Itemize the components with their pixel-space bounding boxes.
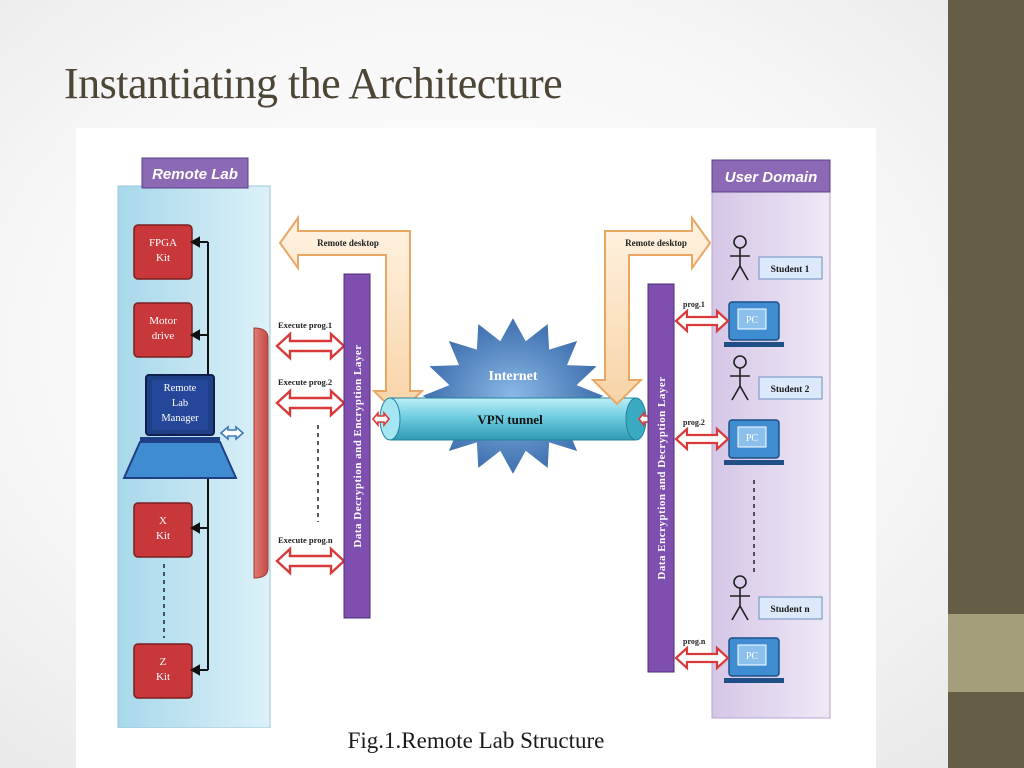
remote-desktop-arrow-right: Remote desktop <box>590 214 712 406</box>
svg-text:Motor: Motor <box>149 315 177 327</box>
student-2-group: Student 2 PC <box>724 355 823 465</box>
left-crypto-layer: Data Decryption and Encryption Layer <box>343 273 371 619</box>
svg-text:Kit: Kit <box>156 530 170 542</box>
prog-arrow-n: prog.n <box>674 637 730 671</box>
student-2-figure <box>730 355 750 401</box>
student-n-label-box <box>758 596 823 620</box>
svg-text:Data Decryption and Encryption: Data Decryption and Encryption Layer <box>352 344 364 547</box>
student-1-group: Student 1 PC <box>724 235 823 347</box>
student-n-group: Student n PC <box>724 575 823 683</box>
pc-2-icon: PC <box>724 419 784 465</box>
internet-cloud: Internet <box>419 315 607 477</box>
svg-text:Z: Z <box>160 656 167 668</box>
svg-text:prog.2: prog.2 <box>683 418 705 427</box>
svg-text:drive: drive <box>152 330 175 342</box>
prog-arrow-2: prog.2 <box>674 418 730 452</box>
remote-lab-header: Remote Lab <box>141 157 249 189</box>
svg-text:User Domain: User Domain <box>725 169 818 186</box>
svg-text:Remote Lab: Remote Lab <box>152 166 238 183</box>
lab-distribution-bus <box>253 327 269 579</box>
manager-bus-link-arrow <box>219 425 245 441</box>
svg-text:Kit: Kit <box>156 671 170 683</box>
pc-n-icon: PC <box>724 637 784 683</box>
execute-arrow-2 <box>275 388 346 418</box>
student-1-figure <box>730 235 750 281</box>
svg-text:prog.n: prog.n <box>683 637 706 646</box>
svg-text:Kit: Kit <box>156 252 170 264</box>
svg-text:FPGA: FPGA <box>149 237 177 249</box>
svg-text:Internet: Internet <box>489 369 538 384</box>
svg-text:Lab: Lab <box>172 398 188 409</box>
execute-label-2: Execute prog.2 <box>278 377 332 387</box>
execute-arrow-1 <box>275 331 346 361</box>
svg-text:PC: PC <box>746 315 759 326</box>
sidebar-accent <box>948 614 1024 692</box>
device-x-kit: X Kit <box>133 502 193 558</box>
pc-1-icon: PC <box>724 301 784 347</box>
svg-text:Data Encryption and Decryption: Data Encryption and Decryption Layer <box>656 376 668 579</box>
vpn-tunnel: VPN tunnel <box>379 397 647 441</box>
svg-text:VPN tunnel: VPN tunnel <box>477 412 543 427</box>
device-motor-drive: Motor drive <box>133 302 193 358</box>
tunnel-link-left <box>371 410 391 428</box>
svg-text:Remote desktop: Remote desktop <box>625 238 687 248</box>
slide-title: Instantiating the Architecture <box>64 59 563 108</box>
remote-lab-manager: Remote Lab Manager <box>122 374 238 479</box>
student-1-label-box <box>758 256 823 280</box>
device-z-kit: Z Kit <box>133 643 193 699</box>
svg-text:prog.1: prog.1 <box>683 300 705 309</box>
execute-label-1: Execute prog.1 <box>278 320 332 330</box>
manager-connectors <box>189 236 209 676</box>
student-2-label-box <box>758 376 823 400</box>
student-n-figure <box>730 575 750 621</box>
device-fpga-kit: FPGA Kit <box>133 224 193 280</box>
svg-text:PC: PC <box>746 433 759 444</box>
right-crypto-layer: Data Encryption and Decryption Layer <box>647 283 675 673</box>
architecture-figure: Remote Lab FPGA Kit Motor drive X Kit Z … <box>76 128 876 768</box>
svg-text:PC: PC <box>746 651 759 662</box>
svg-text:X: X <box>159 515 167 527</box>
execute-arrow-n <box>275 546 346 576</box>
svg-text:Manager: Manager <box>161 413 199 424</box>
figure-caption: Fig.1.Remote Lab Structure <box>347 728 605 753</box>
student-1-label: Student 1 <box>771 265 810 275</box>
student-2-label: Student 2 <box>771 385 810 395</box>
prog-arrow-1: prog.1 <box>674 300 730 334</box>
execute-label-n: Execute prog.n <box>278 535 333 545</box>
architecture-diagram: Remote Lab FPGA Kit Motor drive X Kit Z … <box>117 157 831 728</box>
user-domain-header: User Domain <box>711 159 831 193</box>
svg-text:Remote desktop: Remote desktop <box>317 238 379 248</box>
student-n-label: Student n <box>770 605 810 615</box>
svg-text:Remote: Remote <box>164 383 197 394</box>
